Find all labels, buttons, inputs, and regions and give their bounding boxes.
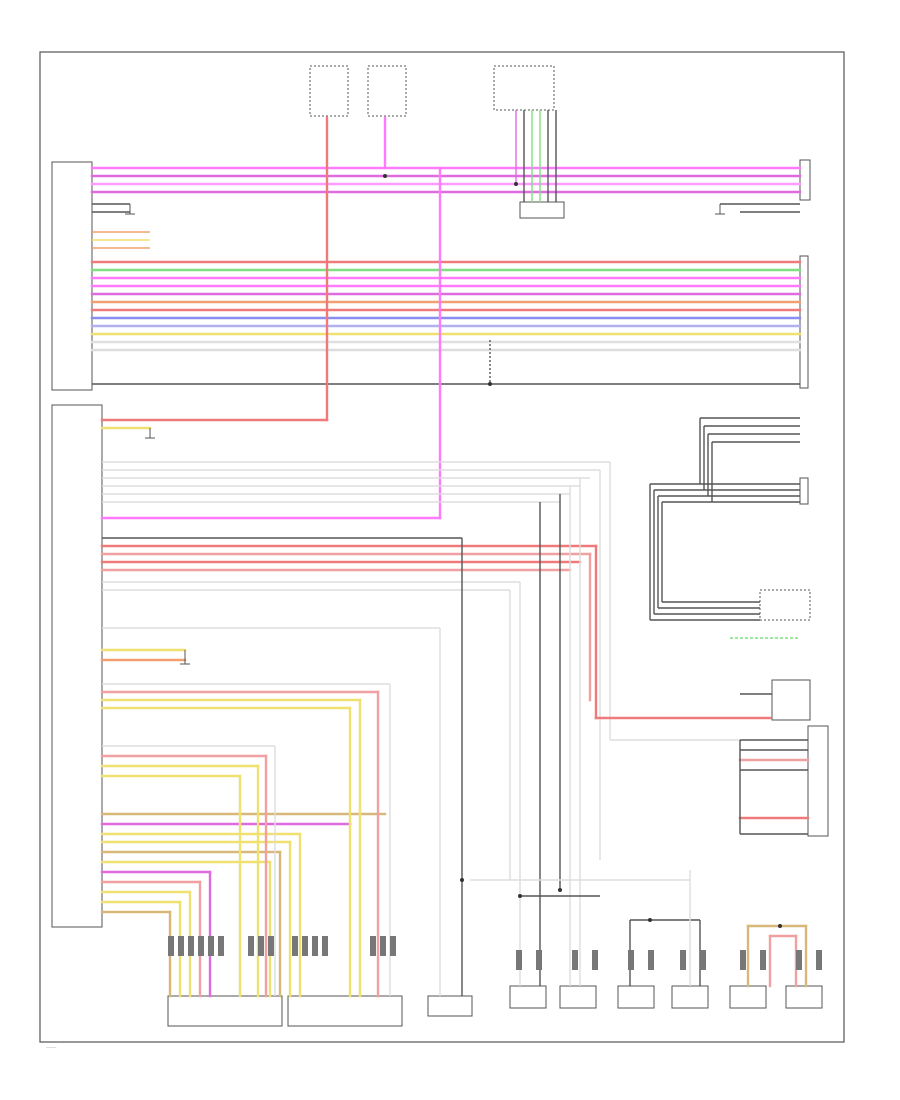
speaker-icon xyxy=(509,985,547,1009)
diagram-code: ——— xyxy=(46,1045,57,1049)
right-bottom-connector xyxy=(287,995,403,1027)
speaker-icon xyxy=(785,985,823,1009)
center-bottom-module xyxy=(427,995,473,1017)
left-bottom-connector xyxy=(167,995,283,1027)
main-module-wires xyxy=(100,418,610,914)
speaker-group xyxy=(509,985,823,1009)
right-harness-wires xyxy=(594,417,810,835)
upper-bus-wires xyxy=(90,166,802,385)
speaker-icon xyxy=(617,985,655,1009)
speaker-feeds xyxy=(470,462,808,988)
upper-left-module xyxy=(51,161,93,391)
speaker-icon xyxy=(559,985,597,1009)
speaker-icon xyxy=(671,985,709,1009)
splice-dot-icon xyxy=(383,174,782,928)
right-side-connectors xyxy=(759,159,829,837)
main-control-module xyxy=(51,404,103,928)
connector-pins xyxy=(168,936,822,970)
ground-icon xyxy=(125,204,725,665)
upper-left-stubs xyxy=(92,203,800,249)
top-vertical-feeds xyxy=(325,110,557,520)
speaker-icon xyxy=(729,985,767,1009)
diagram-frame xyxy=(39,51,845,1043)
top-power-connectors xyxy=(309,65,565,219)
